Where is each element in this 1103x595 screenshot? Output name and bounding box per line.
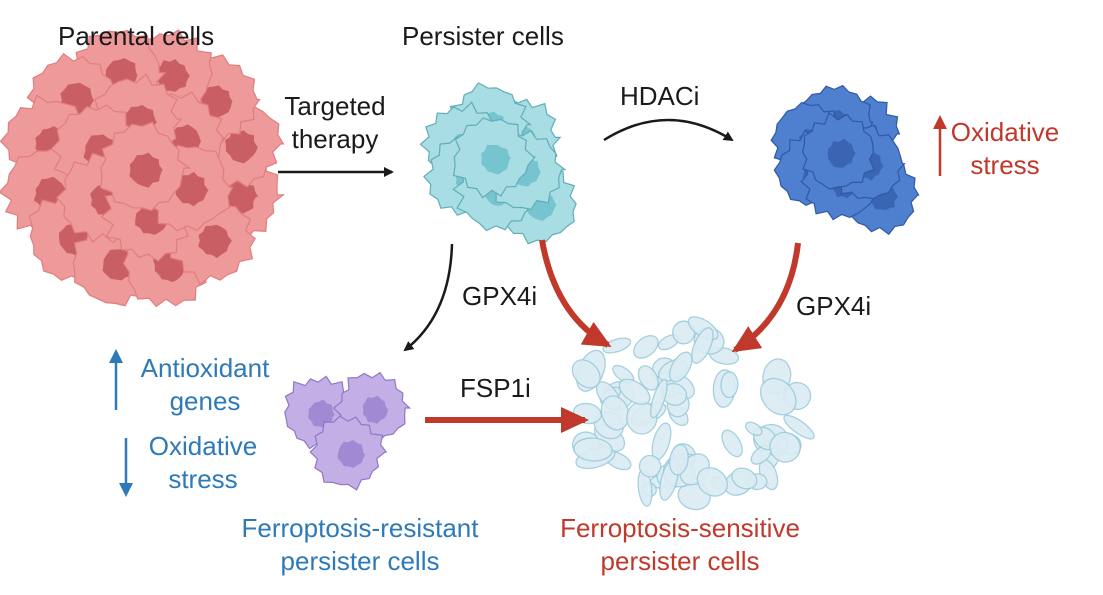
- ferroptosis-resistant-line-1: Ferroptosis-resistant: [241, 513, 479, 543]
- ferroptosis-resistant-line-2: persister cells: [280, 545, 440, 576]
- ferroptosis-resistant-cells-cluster: [284, 371, 412, 491]
- fsp1i-label: FSP1i: [460, 373, 531, 403]
- persister-cells-label: Persister cells: [402, 21, 564, 51]
- ferroptosis-sensitive-line-1: Ferroptosis-sensitive: [560, 513, 800, 543]
- parental-nucleus: [129, 152, 163, 188]
- cell-fragment: [638, 454, 662, 478]
- persister-nucleus: [481, 144, 511, 175]
- oxidative-stress-down-line-2: stress: [168, 463, 238, 494]
- resistant-nucleus: [362, 395, 389, 424]
- hdaci-label: HDACi: [620, 81, 700, 111]
- cell-fragment: [600, 395, 630, 431]
- antioxidant-genes-line-1: Antioxidant: [140, 353, 270, 383]
- gpx4i-resistant-arrow: [403, 243, 454, 352]
- cell-fragment: [691, 327, 714, 364]
- targeted-therapy-label: Targeted therapy: [270, 90, 400, 155]
- targeted-therapy-line-2: therapy: [291, 123, 379, 154]
- persister-to-sensitive-arrow: [539, 239, 612, 348]
- resistant-nucleus: [308, 399, 335, 428]
- cell-fragment: [744, 421, 763, 437]
- parental-nucleus: [156, 59, 190, 92]
- cell-fragment: [769, 431, 801, 463]
- hdac-nucleus: [827, 138, 856, 168]
- cell-fragment: [669, 351, 693, 383]
- cell-fragment: [759, 377, 797, 416]
- cell-fragment: [696, 467, 729, 497]
- resistant-nucleus: [337, 439, 366, 468]
- parental-nucleus: [174, 171, 209, 207]
- cell-fragment: [650, 378, 668, 419]
- cell-fragment: [633, 335, 659, 359]
- ferroptosis-sensitive-line-2: persister cells: [600, 545, 760, 576]
- oxidative-stress-up-label: Oxidative stress: [950, 116, 1060, 181]
- cell-fragment: [573, 437, 613, 462]
- cell-fragment: [672, 320, 696, 345]
- ferroptosis-sensitive-label: Ferroptosis-sensitive persister cells: [520, 512, 840, 577]
- oxidative-stress-up-line-2: stress: [970, 149, 1040, 180]
- oxidative-stress-up-line-1: Oxidative: [950, 117, 1060, 147]
- oxidative-stress-down-line-1: Oxidative: [148, 431, 258, 461]
- oxidative-stress-down-label: Oxidative stress: [138, 430, 268, 495]
- cell-fragment: [637, 365, 659, 391]
- cell-fragment: [721, 429, 743, 458]
- cell-fragment: [668, 444, 689, 476]
- parental-nucleus: [198, 224, 232, 259]
- persister-cells-cluster: [419, 82, 577, 245]
- gpx4i-left-label: GPX4i: [462, 281, 538, 311]
- cell-fragment: [720, 371, 739, 399]
- parental-cells-cluster: [0, 29, 286, 308]
- ferroptosis-resistant-label: Ferroptosis-resistant persister cells: [200, 512, 520, 577]
- antioxidant-genes-label: Antioxidant genes: [130, 352, 280, 417]
- cell-fragment: [783, 414, 815, 440]
- cell-fragment: [618, 378, 651, 405]
- hdaci-arrow: [603, 118, 734, 142]
- cell-fragment: [731, 467, 758, 490]
- parental-cells-label: Parental cells: [58, 21, 215, 51]
- gpx4i-right-label: GPX4i: [796, 291, 872, 321]
- parental-nucleus: [225, 130, 259, 164]
- gpx4i-sensitive-arrow: [731, 242, 801, 353]
- ferroptosis-sensitive-dead-cells: [571, 316, 815, 511]
- cell-fragment: [571, 359, 601, 389]
- hdaci-treated-cells-cluster: [770, 84, 920, 236]
- antioxidant-genes-line-2: genes: [169, 385, 241, 416]
- targeted-therapy-line-1: Targeted: [284, 91, 386, 121]
